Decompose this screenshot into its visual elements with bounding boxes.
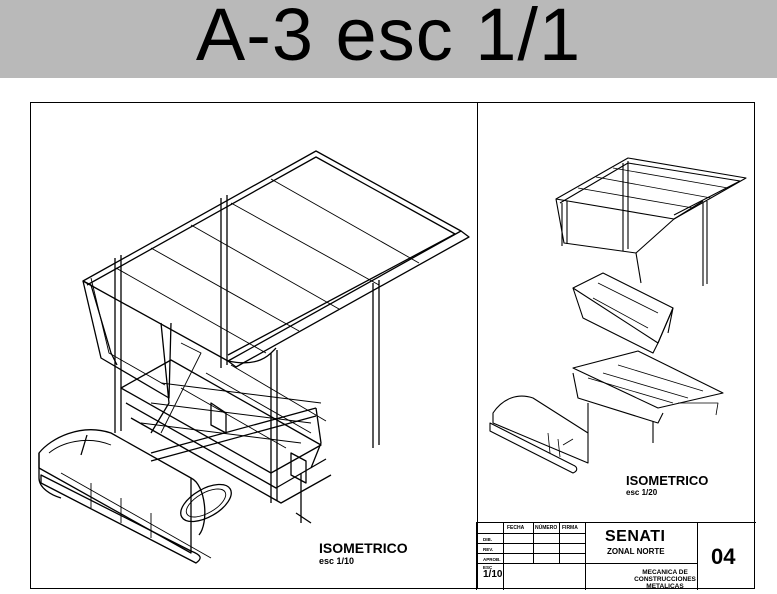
right-view-scale: esc 1/20 (626, 488, 658, 497)
tb-row-aprob: APROB. (483, 557, 501, 562)
tb-department: MECANICA DE CONSTRUCCIONES METALICAS (634, 569, 696, 590)
exploded-isometric-drawing (489, 157, 747, 474)
tb-row-rev: REV. (483, 547, 494, 552)
header-banner: A-3 esc 1/1 (0, 0, 777, 78)
tb-header-fecha: FECHA (507, 525, 525, 531)
tb-zone: ZONAL NORTE (607, 547, 665, 556)
left-view-label: ISOMETRICO (319, 540, 408, 556)
drawing-sheet: ISOMETRICO esc 1/10 (30, 102, 756, 590)
isometric-assembly-drawing (38, 150, 470, 564)
tb-scale-value: 1/10 (483, 569, 503, 580)
title-block: FECHA NÚMERO FIRMA DIB. REV. APROB. ESC … (476, 522, 756, 590)
sheet-title: A-3 esc 1/1 (195, 0, 582, 76)
tb-header-numero: NÚMERO (535, 525, 558, 531)
tb-sheet-number: 04 (711, 544, 736, 569)
tb-row-dib: DIB. (483, 537, 492, 542)
view-divider (477, 103, 478, 588)
tb-company: SENATI (605, 528, 666, 545)
tb-header-firma: FIRMA (562, 525, 578, 531)
left-view-scale: esc 1/10 (319, 556, 355, 566)
right-view-label: ISOMETRICO (626, 473, 709, 488)
tb-row-esc: ESC (483, 565, 493, 570)
